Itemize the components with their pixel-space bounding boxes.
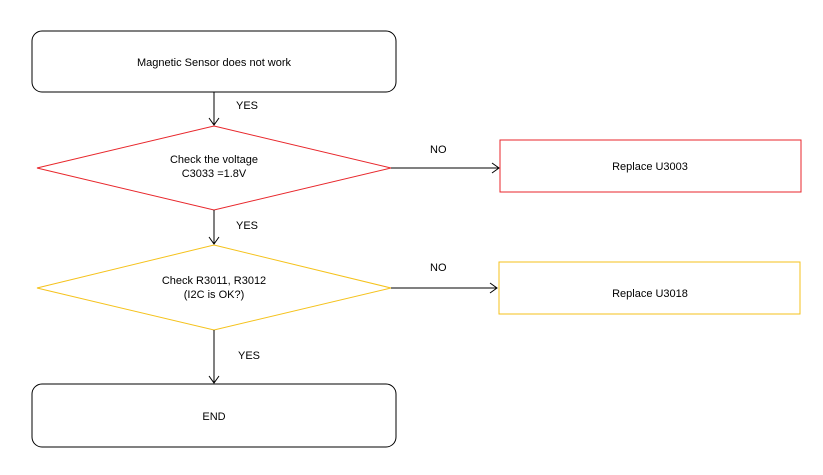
- edge-resistors-no: NO: [391, 262, 498, 294]
- process-replace-u3003: Replace U3003: [499, 139, 802, 193]
- edge-label-voltage-no: NO: [430, 144, 447, 156]
- decision-check-resistors-line1: Check R3011, R3012: [162, 275, 266, 287]
- edge-resistors-yes: YES: [208, 330, 260, 384]
- edge-label-resistors-no: NO: [430, 262, 447, 274]
- end-node: END: [31, 383, 397, 448]
- start-node-label: Magnetic Sensor does not work: [137, 57, 292, 69]
- edge-label-resistors-yes: YES: [238, 350, 260, 362]
- end-node-label: END: [202, 411, 225, 423]
- edge-voltage-yes: YES: [208, 210, 258, 245]
- edge-start-to-voltage: YES: [208, 92, 258, 126]
- process-replace-u3018: Replace U3018: [498, 261, 801, 315]
- edge-voltage-no: NO: [391, 144, 500, 174]
- decision-check-resistors: Check R3011, R3012 (I2C is OK?): [36, 244, 392, 331]
- edge-label-voltage-yes: YES: [236, 220, 258, 232]
- start-node: Magnetic Sensor does not work: [31, 30, 397, 93]
- process-replace-u3018-label: Replace U3018: [612, 288, 688, 300]
- decision-check-resistors-line2: (I2C is OK?): [184, 289, 245, 301]
- process-replace-u3003-label: Replace U3003: [612, 161, 688, 173]
- decision-check-voltage-line2: C3033 =1.8V: [182, 168, 247, 180]
- decision-check-resistors-shape: [36, 244, 392, 331]
- decision-check-voltage: Check the voltage C3033 =1.8V: [36, 125, 392, 211]
- decision-check-voltage-line1: Check the voltage: [170, 154, 258, 166]
- edge-label-start-yes: YES: [236, 100, 258, 112]
